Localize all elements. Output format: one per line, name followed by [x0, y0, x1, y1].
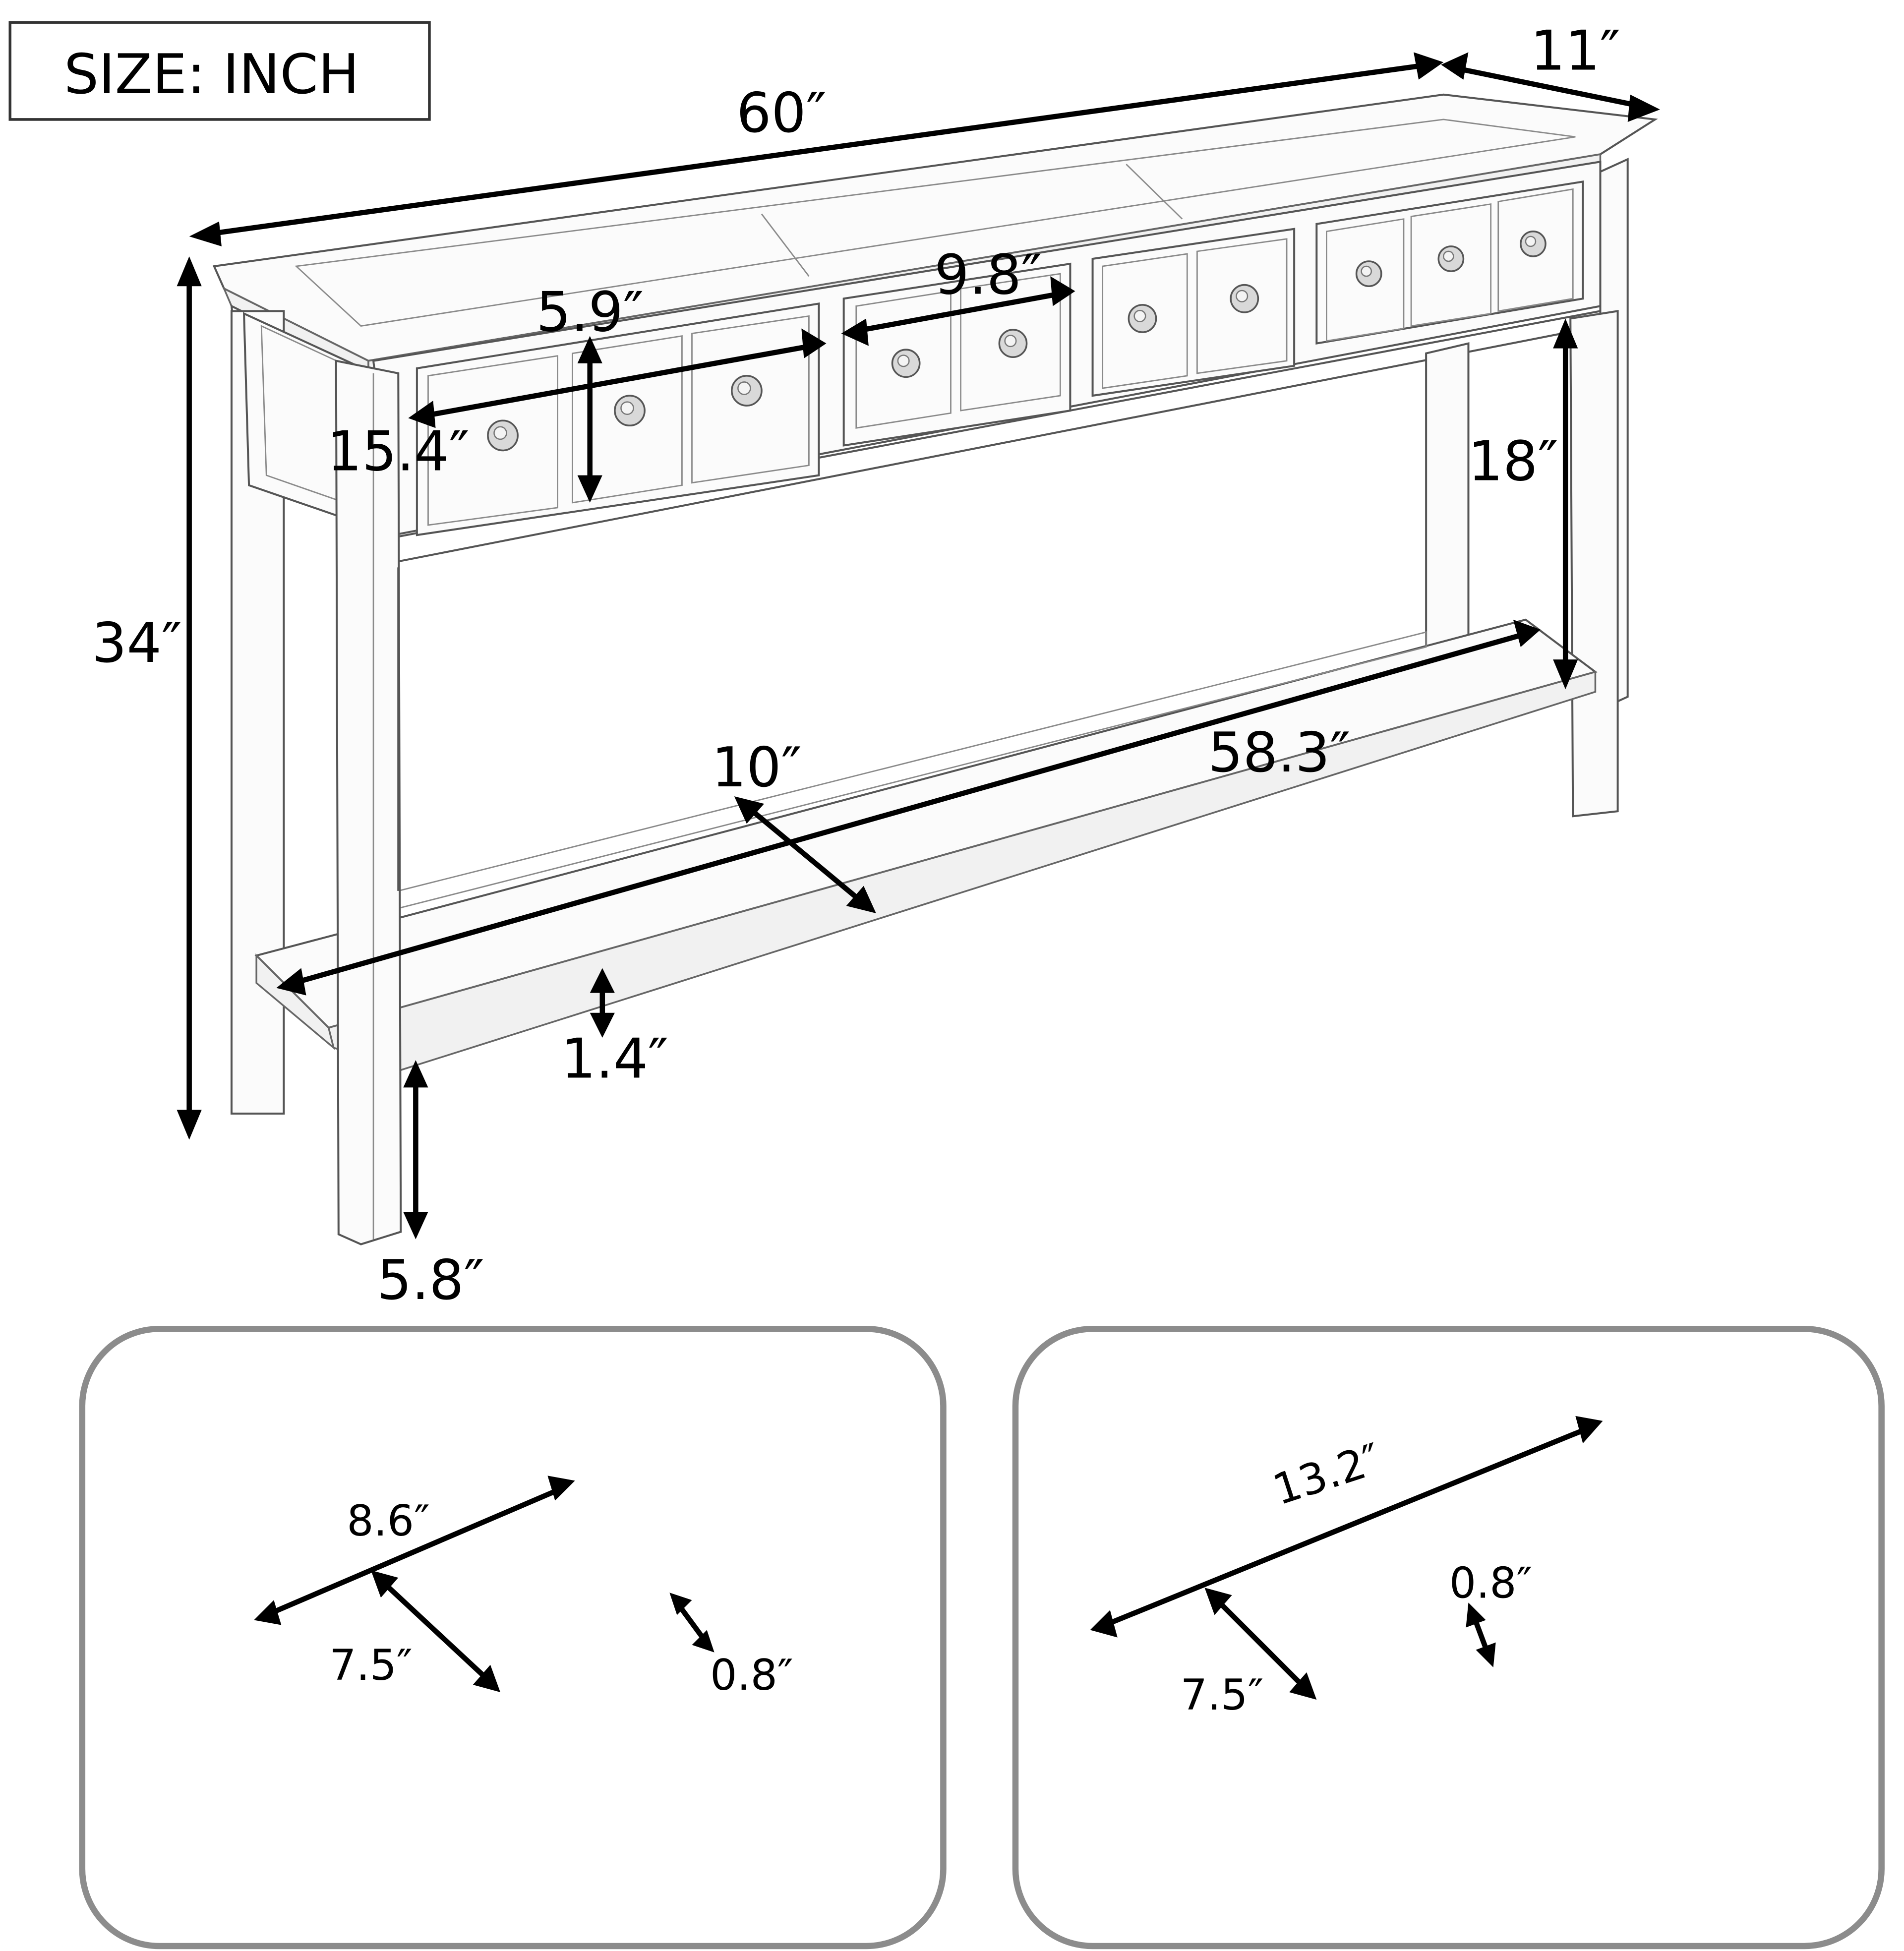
- detail-left-width-label: 8.6″: [347, 1497, 430, 1546]
- dim-drawer-height-label: 5.9″: [536, 281, 644, 345]
- drawer-small-3: [1091, 228, 1296, 397]
- size-unit-box: SIZE: INCH: [8, 21, 431, 121]
- dim-shelf-depth-label: 10″: [712, 736, 802, 800]
- drawer-large-right: [1315, 180, 1584, 345]
- detail-right-depth-label: 7.5″: [1181, 1671, 1264, 1720]
- detail-right-height-label: 0.8″: [1449, 1559, 1533, 1608]
- detail-panel-large-drawer: 13.2″ 7.5″ 0.8″: [1012, 1325, 1885, 1950]
- dim-length-label: 60″: [736, 82, 827, 145]
- drawer-small-2: [842, 262, 1071, 447]
- dim-small-drawer-width-label: 9.8″: [934, 243, 1042, 307]
- dim-shelf-length-label: 58.3″: [1208, 721, 1350, 785]
- dimension-labels: 60″ 11″ 34″ 5.9″ 15.4″ 9.8″ 18″ 58.3″ 10…: [92, 20, 1620, 1312]
- detail-left-height-label: 0.8″: [710, 1651, 793, 1700]
- dim-depth-label: 11″: [1530, 20, 1620, 83]
- detail-left-depth-label: 7.5″: [329, 1641, 413, 1690]
- dim-shelf-clearance-label: 18″: [1468, 430, 1558, 494]
- dim-leg-clearance-label: 5.8″: [377, 1249, 484, 1312]
- dimension-arrows: [177, 52, 1660, 1240]
- dim-height-label: 34″: [92, 612, 182, 675]
- dim-shelf-thickness-label: 1.4″: [561, 1027, 668, 1091]
- dim-large-drawer-width-label: 15.4″: [327, 420, 470, 484]
- detail-panel-small-drawer: 8.6″ 7.5″ 0.8″: [79, 1325, 947, 1950]
- size-unit-label: SIZE: INCH: [64, 43, 359, 107]
